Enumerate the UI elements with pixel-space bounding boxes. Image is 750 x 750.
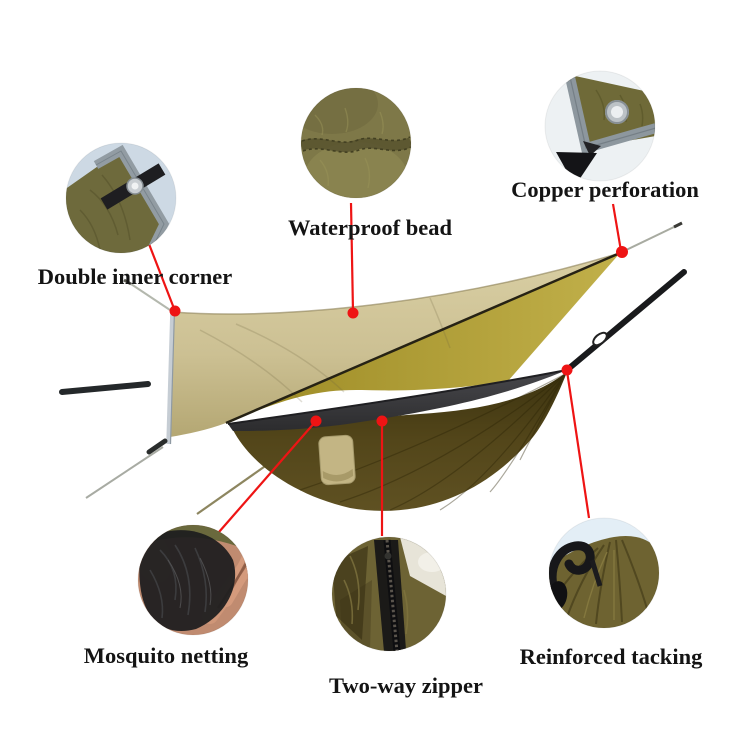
label-reinforced-tacking: Reinforced tacking bbox=[519, 644, 703, 669]
leader-dots bbox=[169, 246, 628, 427]
dot-double-inner-corner bbox=[169, 305, 181, 317]
hammock-gather-folds bbox=[299, 373, 566, 511]
leader-waterproof-bead bbox=[349, 202, 355, 313]
callout-photo-double-inner-corner bbox=[66, 143, 176, 253]
label-double-inner-corner: Double inner corner bbox=[37, 264, 233, 289]
leader-reinforced-tacking bbox=[565, 370, 591, 519]
gear-pouch bbox=[318, 434, 356, 486]
guy-rope-left bbox=[85, 446, 164, 499]
netting-top-edge bbox=[227, 369, 568, 425]
hammock-tarp-product bbox=[59, 221, 687, 515]
leader-mosquito-netting bbox=[218, 420, 317, 533]
label-copper-perforation: Copper perforation bbox=[511, 177, 699, 202]
hammock-body bbox=[233, 372, 567, 511]
tarp-pole-shadow bbox=[169, 309, 176, 445]
label-mosquito-netting: Mosquito netting bbox=[83, 643, 249, 668]
tent-stake bbox=[146, 438, 168, 455]
callout-photo-mosquito-netting bbox=[138, 525, 248, 635]
tarp-ridge-line bbox=[225, 251, 621, 425]
corner-rope-right-tip bbox=[673, 221, 683, 229]
tarp-top-edge bbox=[172, 252, 621, 315]
callout-photo-copper-perforation bbox=[545, 71, 655, 181]
callout-photo-reinforced-tacking bbox=[549, 518, 659, 628]
zipper-teeth bbox=[385, 539, 399, 651]
netting-bunch bbox=[139, 530, 236, 632]
strap-shadow bbox=[556, 152, 597, 181]
leader-copper-perforation bbox=[611, 203, 623, 252]
dot-copper-perforation bbox=[616, 246, 628, 258]
dot-waterproof-bead bbox=[347, 307, 359, 319]
hammock-strap-right bbox=[564, 269, 687, 373]
tree-branch bbox=[59, 381, 151, 395]
gathered-fabric bbox=[549, 536, 659, 628]
tarp-pole bbox=[166, 309, 175, 445]
carabiner-loop bbox=[592, 331, 608, 347]
dot-mosquito-netting bbox=[310, 415, 322, 427]
tarp-top-face bbox=[170, 253, 620, 437]
corner-rope-right bbox=[621, 226, 675, 253]
seam-bead bbox=[301, 137, 411, 152]
leader-double-inner-corner bbox=[147, 243, 177, 312]
strap-hook bbox=[549, 541, 595, 591]
corner-rope-left-tip bbox=[123, 278, 132, 286]
zipper-pull bbox=[384, 552, 392, 560]
callout-photo-waterproof-bead bbox=[301, 88, 411, 198]
label-waterproof-bead: Waterproof bead bbox=[288, 215, 452, 240]
hammock-netting-band bbox=[228, 370, 567, 431]
corner-rope-left bbox=[130, 283, 174, 313]
dot-reinforced-tacking bbox=[561, 364, 573, 376]
leader-lines bbox=[147, 202, 623, 536]
label-two-way-zipper: Two-way zipper bbox=[329, 673, 483, 698]
dot-two-way-zipper bbox=[376, 415, 388, 427]
